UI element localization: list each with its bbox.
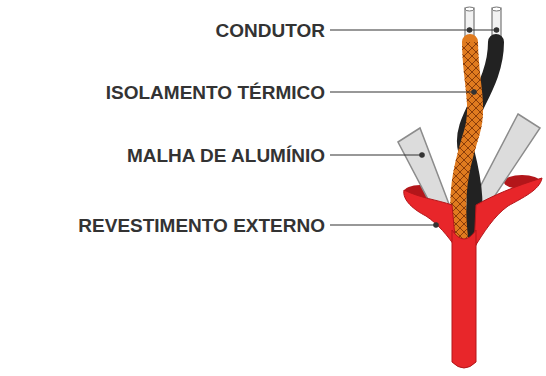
part-label: ISOLAMENTO TÉRMICO bbox=[106, 83, 325, 102]
leader-dot bbox=[494, 28, 498, 32]
leader-dot bbox=[472, 90, 476, 94]
orange-wire bbox=[458, 42, 475, 252]
conductor-tip bbox=[465, 7, 474, 11]
leader-line bbox=[330, 224, 436, 225]
leader-line bbox=[330, 154, 422, 155]
part-label: REVESTIMENTO EXTERNO bbox=[78, 216, 325, 235]
part-label: MALHA DE ALUMÍNIO bbox=[127, 146, 325, 165]
braid-texture bbox=[458, 42, 475, 252]
leader-line bbox=[330, 91, 474, 92]
jacket-flap bbox=[404, 190, 456, 248]
leader-dot bbox=[420, 153, 424, 157]
conductor-tip bbox=[492, 7, 501, 11]
jacket-tube bbox=[452, 230, 476, 368]
leader-dot bbox=[434, 223, 438, 227]
leader-lines bbox=[330, 28, 499, 227]
leader-dot bbox=[467, 28, 471, 32]
part-label: CONDUTOR bbox=[216, 21, 325, 40]
jacket-flap bbox=[474, 178, 542, 248]
